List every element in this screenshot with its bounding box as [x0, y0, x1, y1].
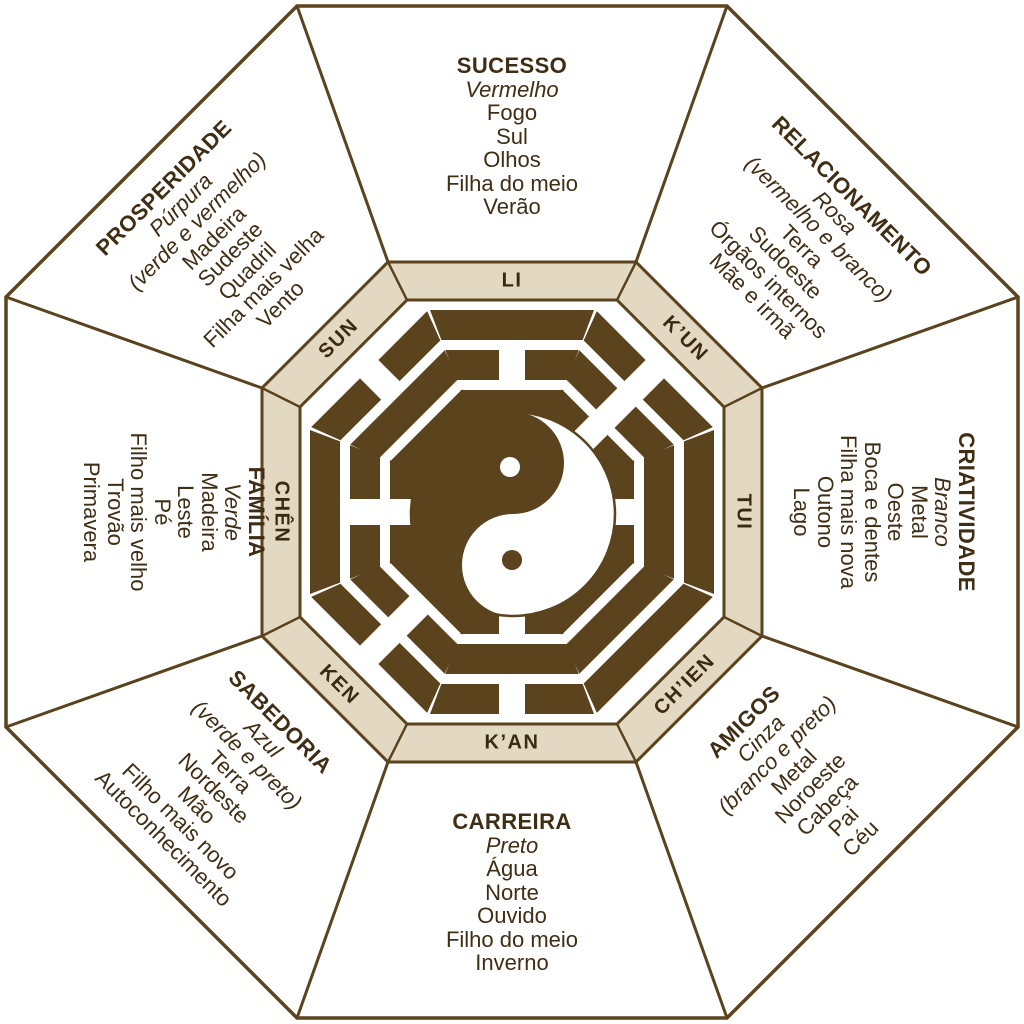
trigram-bar: [583, 311, 646, 382]
trigram-bar: [350, 566, 410, 618]
trigram-bar: [311, 583, 382, 646]
sector-line: Ouvido: [477, 902, 547, 928]
sector-line: Pé: [150, 498, 175, 526]
trigram-bar: [548, 548, 635, 635]
ring-corner-dividers: [261, 261, 763, 763]
trigram-bar: [644, 445, 674, 579]
trigram-chien: [548, 548, 713, 713]
sector-line: Filho mais velho: [126, 432, 152, 592]
sector-line: Filho do meio: [445, 926, 579, 952]
sector-line: Metal: [907, 485, 932, 539]
sector-line: Filha mais nova: [836, 434, 862, 590]
sector-line: Leste: [173, 485, 199, 539]
trigram-bar: [430, 310, 594, 340]
sector-divider-lines: [5, 5, 1019, 1019]
trigram-bar: [378, 311, 441, 382]
sector-line: Olhos: [483, 146, 541, 172]
trigram-bar: [311, 378, 382, 441]
sector-color: Preto: [485, 832, 539, 858]
trigram-bar: [389, 389, 476, 476]
sector-line: Sul: [496, 123, 528, 149]
trigram-bar: [445, 350, 499, 380]
trigram-bar: [525, 350, 579, 380]
trigram-bar: [566, 566, 674, 674]
sector-line: Oeste: [883, 482, 909, 542]
trigram-bar: [566, 350, 618, 410]
trigram-bar: [460, 390, 564, 420]
sector-familia: FAMÍLIA Verde Madeira Leste Pé Filho mai…: [79, 432, 270, 592]
trigram-label-chen: CHÊN: [270, 480, 293, 544]
trigram-bar: [406, 614, 458, 674]
sector-line: Boca e dentes: [860, 441, 885, 583]
trigram-bar: [525, 684, 594, 714]
sector-line: Norte: [485, 879, 539, 905]
trigram-li: [430, 310, 594, 420]
sector-title: CRIATIVIDADE: [954, 432, 979, 592]
sector-line: Outono: [813, 475, 838, 549]
trigram-kan: [430, 604, 594, 714]
trigram-sun: [311, 311, 476, 476]
sector-line: Inverno: [475, 949, 549, 975]
trigram-label-tui: TUI: [732, 493, 755, 531]
trigram-bar: [430, 684, 499, 714]
trigram-bar: [350, 445, 380, 499]
trigram-tui: [604, 430, 714, 594]
trigram-bar: [389, 548, 476, 635]
yin-dot: [500, 457, 520, 477]
sector-line: Água: [486, 855, 538, 881]
trigram-bar: [583, 583, 713, 713]
trigram-bar: [684, 430, 714, 594]
sector-line: Verão: [483, 193, 541, 219]
trigram-ken: [311, 548, 476, 713]
trigram-label-kan: K’AN: [484, 731, 540, 754]
trigram-bar: [350, 525, 380, 579]
trigram-bar: [378, 642, 441, 713]
sector-color: Branco: [930, 477, 956, 547]
sector-line: Trovão: [103, 478, 128, 546]
yin-yang-icon: [409, 410, 617, 618]
sector-title: CARREIRA: [452, 808, 572, 834]
sector-criatividade: CRIATIVIDADE Branco Metal Oeste Boca e d…: [789, 432, 980, 592]
sector-carreira: CARREIRA Preto Água Norte Ouvido Filho d…: [446, 810, 578, 975]
yang-dot: [502, 550, 522, 570]
sector-line: Fogo: [486, 99, 538, 125]
sector-title: FAMÍLIA: [244, 466, 269, 558]
sector-color: Verde: [220, 483, 246, 541]
sector-title: SUCESSO: [456, 52, 568, 78]
yin-yang-dark-half: [411, 412, 564, 616]
sector-color: Vermelho: [465, 76, 559, 102]
sector-line: Primavera: [79, 461, 105, 563]
trigram-label-li: LI: [501, 269, 523, 292]
trigram-bar: [310, 430, 340, 594]
sector-line: Filha do meio: [445, 170, 579, 196]
trigram-bar: [350, 350, 458, 458]
sector-line: Lago: [789, 487, 815, 537]
sector-line: Madeira: [197, 472, 222, 552]
trigram-bar: [642, 378, 713, 441]
trigram-bar: [445, 644, 579, 674]
trigram-bar: [614, 406, 674, 458]
sector-sucesso: SUCESSO Vermelho Fogo Sul Olhos Filha do…: [446, 54, 578, 219]
